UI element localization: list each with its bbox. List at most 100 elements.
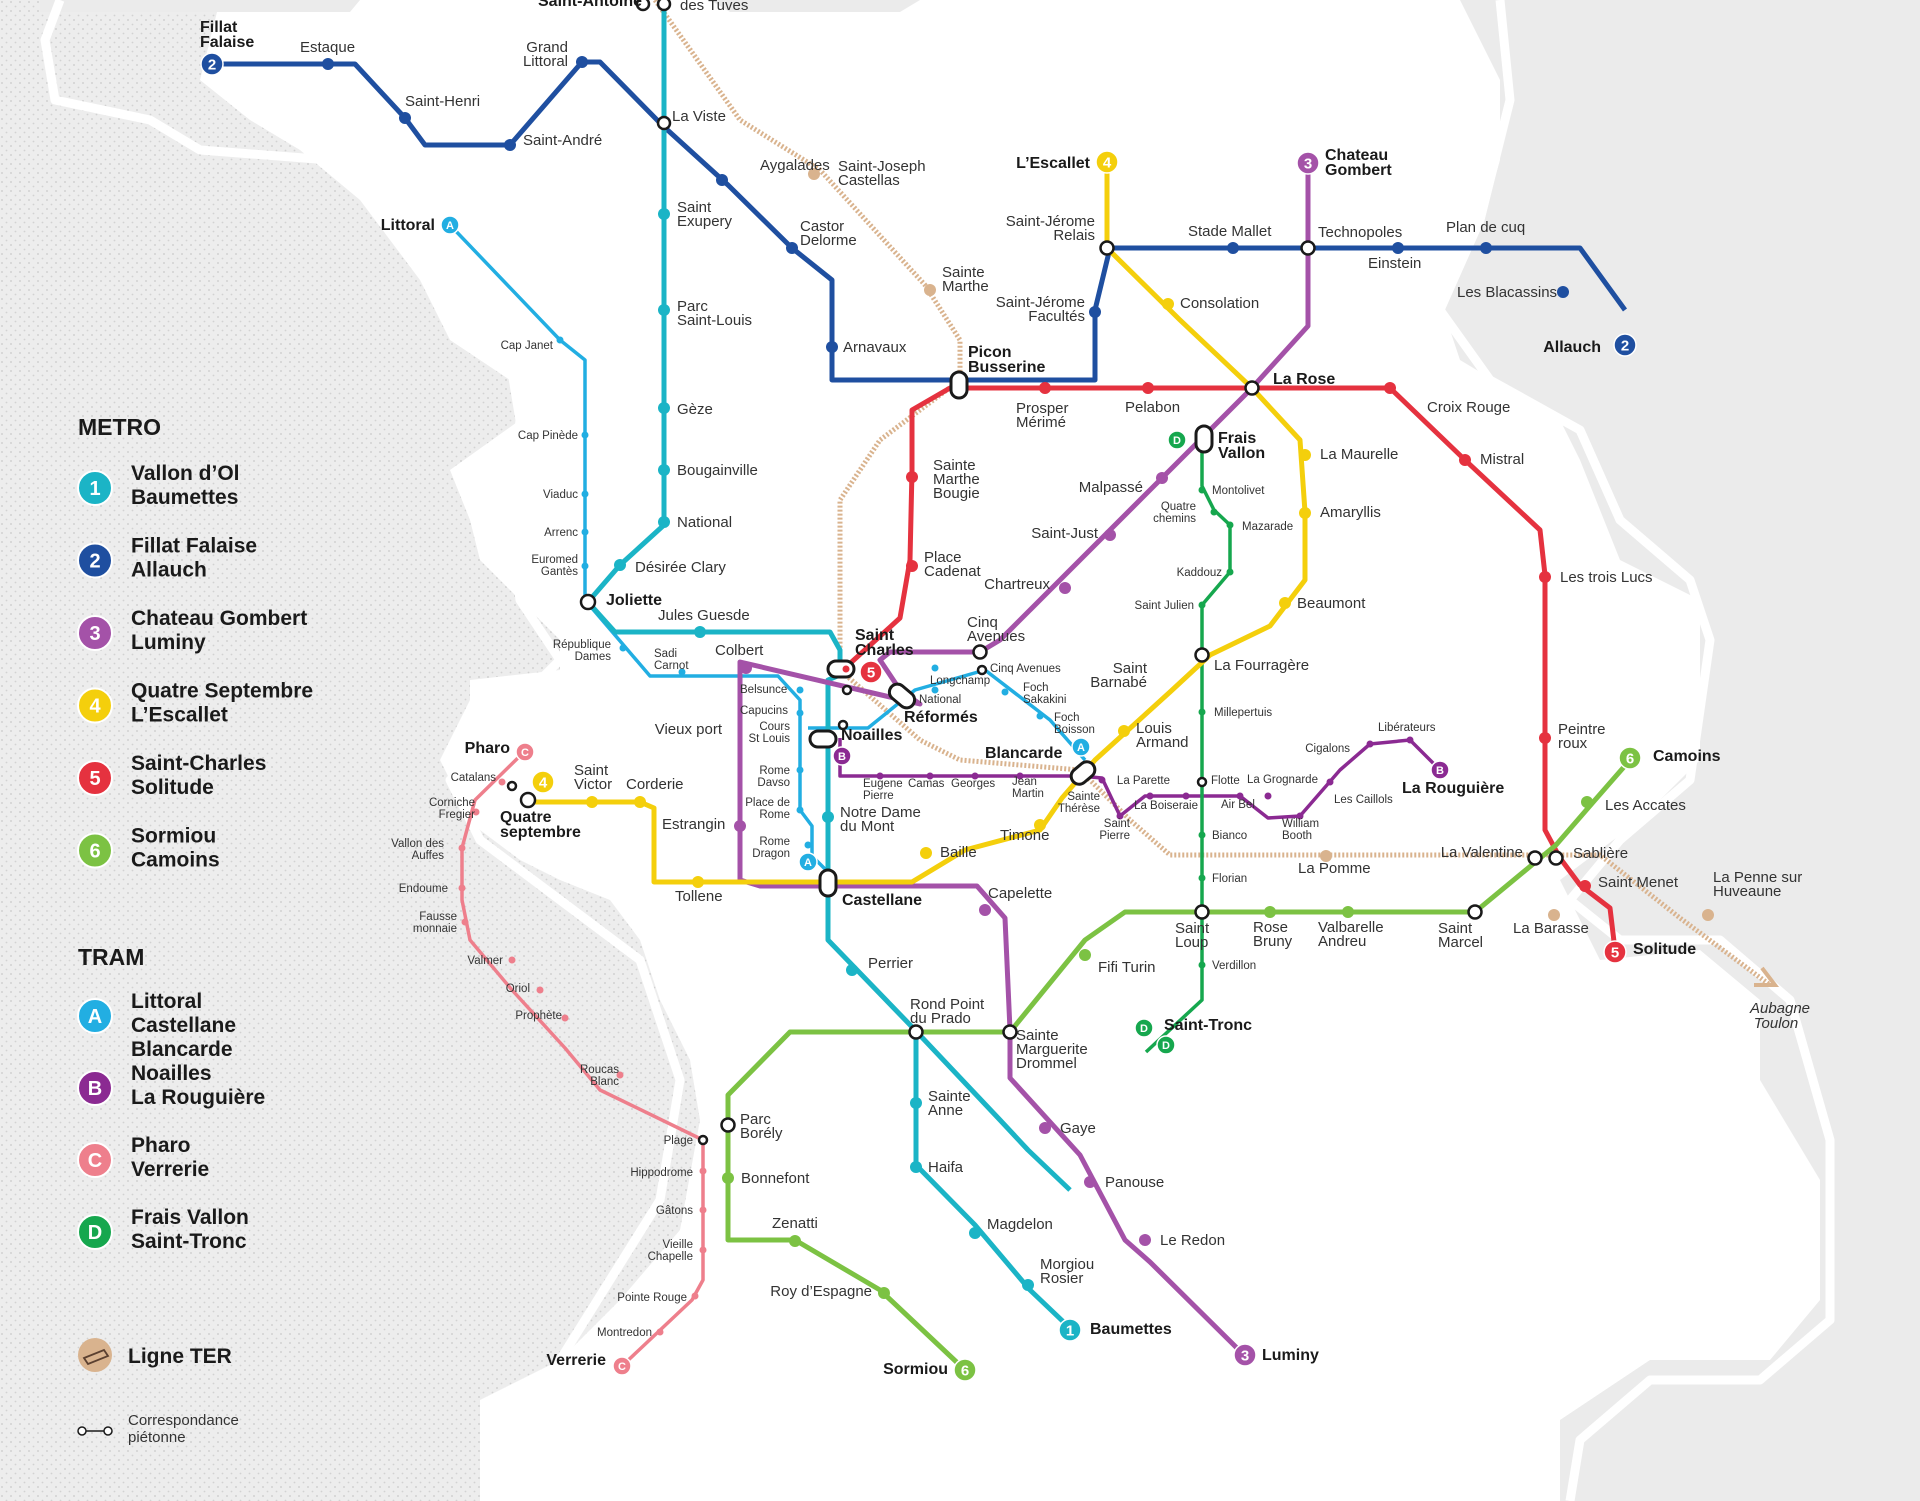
stop-amaryllis[interactable] bbox=[1299, 507, 1311, 519]
saint-tronc-badge-1[interactable] bbox=[1134, 1018, 1154, 1038]
saint-charles-badge[interactable] bbox=[859, 660, 883, 684]
stop-croix-rouge[interactable] bbox=[1384, 382, 1396, 394]
stop-gaye[interactable] bbox=[1039, 1122, 1051, 1134]
stop-beaumont[interactable] bbox=[1279, 597, 1291, 609]
xfer-la-fourragere[interactable] bbox=[1194, 647, 1210, 663]
quatre-septembre-badge[interactable] bbox=[531, 770, 555, 794]
stop-la-maurelle[interactable] bbox=[1299, 449, 1311, 461]
la-rouguiere-badge[interactable] bbox=[1430, 760, 1450, 780]
stop-mazarade[interactable] bbox=[1226, 521, 1234, 529]
stop-jules-guesde[interactable] bbox=[694, 626, 706, 638]
xfer-flotte[interactable] bbox=[1196, 776, 1208, 788]
stop-desiree-clary[interactable] bbox=[614, 559, 626, 571]
stop-cap-janet[interactable] bbox=[556, 336, 564, 344]
xfer-cinq-avenues-t[interactable] bbox=[976, 664, 988, 676]
stop-la-parette[interactable] bbox=[1146, 792, 1154, 800]
verrerie-badge[interactable] bbox=[612, 1356, 632, 1376]
noailles-badge[interactable] bbox=[832, 746, 852, 766]
xfer-saint-charles[interactable] bbox=[826, 659, 856, 679]
stop-saint-just[interactable] bbox=[1104, 529, 1116, 541]
stop-blacassins[interactable] bbox=[1557, 286, 1569, 298]
pharo-badge[interactable] bbox=[515, 742, 535, 762]
stop-rome-davso[interactable] bbox=[796, 766, 804, 774]
stop-saint-andre[interactable] bbox=[504, 139, 516, 151]
stop-sadi[interactable] bbox=[678, 668, 686, 676]
allauch-badge[interactable] bbox=[1613, 333, 1637, 357]
xfer-saint-antoine[interactable] bbox=[635, 0, 651, 12]
stop-georges[interactable] bbox=[971, 772, 979, 780]
stop-les-accates[interactable] bbox=[1581, 796, 1593, 808]
stop-sainte-anne[interactable] bbox=[910, 1097, 922, 1109]
xfer-st-charles-walk[interactable] bbox=[841, 684, 853, 696]
stop-air-bel[interactable] bbox=[1236, 792, 1244, 800]
stop-arrenc[interactable] bbox=[581, 528, 589, 536]
xfer-plage[interactable] bbox=[697, 1134, 709, 1146]
stop-cigalons[interactable] bbox=[1366, 740, 1374, 748]
stop-saint-pierre[interactable] bbox=[1116, 812, 1124, 820]
stop-castor[interactable] bbox=[786, 242, 798, 254]
stop-national[interactable] bbox=[658, 516, 670, 528]
stop-panouse[interactable] bbox=[1084, 1176, 1096, 1188]
stop-republique[interactable] bbox=[619, 644, 627, 652]
stop-estaque[interactable] bbox=[322, 58, 334, 70]
luminy-badge[interactable] bbox=[1233, 1343, 1257, 1367]
stop-la-boiseraie[interactable] bbox=[1182, 792, 1190, 800]
stop-einstein[interactable] bbox=[1392, 242, 1404, 254]
solitude-badge[interactable] bbox=[1603, 940, 1627, 964]
stop-verdillon[interactable] bbox=[1198, 961, 1206, 969]
stop-stade-mallet[interactable] bbox=[1227, 242, 1239, 254]
camoins-badge[interactable] bbox=[1618, 746, 1642, 770]
stop-corniche[interactable] bbox=[472, 808, 480, 816]
stop-louis-armand[interactable] bbox=[1118, 725, 1130, 737]
stop-william-booth[interactable] bbox=[1296, 812, 1304, 820]
stop-cap-pinede[interactable] bbox=[581, 431, 589, 439]
stop-bonnefont[interactable] bbox=[722, 1172, 734, 1184]
chateau-gombert-badge[interactable] bbox=[1296, 151, 1320, 175]
stop-magdelon[interactable] bbox=[969, 1227, 981, 1239]
stop-malpasse[interactable] bbox=[1156, 472, 1168, 484]
stop-fifi-turin[interactable] bbox=[1079, 949, 1091, 961]
stop-millepertuis[interactable] bbox=[1198, 708, 1206, 716]
stop-haifa[interactable] bbox=[910, 1161, 922, 1173]
xfer-noailles[interactable] bbox=[808, 729, 838, 749]
stop-place-cadenat[interactable] bbox=[906, 560, 918, 572]
stop-les-caillols[interactable] bbox=[1326, 778, 1334, 786]
stop-belsunce[interactable] bbox=[796, 686, 804, 694]
stop-peintre-roux[interactable] bbox=[1539, 732, 1551, 744]
stop-saint-julien[interactable] bbox=[1198, 601, 1206, 609]
xfer-vieux-port[interactable] bbox=[837, 719, 849, 731]
stop-rose-bruny[interactable] bbox=[1264, 906, 1276, 918]
stop-roy-espagne[interactable] bbox=[878, 1287, 890, 1299]
sormiou-badge[interactable] bbox=[953, 1358, 977, 1382]
stop-grand-littoral[interactable] bbox=[576, 56, 588, 68]
stop-bianco[interactable] bbox=[1198, 831, 1206, 839]
xfer-pharo-walk[interactable] bbox=[506, 780, 518, 792]
stop-place-rome[interactable] bbox=[796, 806, 804, 814]
stop-zenatti[interactable] bbox=[789, 1235, 801, 1247]
stop-roucas[interactable] bbox=[616, 1071, 624, 1079]
saint-tronc-badge-2[interactable] bbox=[1156, 1035, 1176, 1055]
stop-arnavaux[interactable] bbox=[826, 341, 838, 353]
stop-camas[interactable] bbox=[926, 772, 934, 780]
blancarde-badge[interactable] bbox=[1071, 737, 1091, 757]
stop-timone[interactable] bbox=[1034, 819, 1046, 831]
xfer-joliette[interactable] bbox=[579, 593, 597, 611]
stop-corderie[interactable] bbox=[634, 796, 646, 808]
stop-florian[interactable] bbox=[1198, 874, 1206, 882]
stop-le-redon[interactable] bbox=[1139, 1234, 1151, 1246]
stop-prophete[interactable] bbox=[561, 1014, 569, 1022]
xfer-frais-vallon[interactable] bbox=[1194, 424, 1214, 454]
stop-tollene[interactable] bbox=[692, 876, 704, 888]
stop-estrangin-p[interactable] bbox=[734, 820, 746, 832]
xfer-saint-marcel[interactable] bbox=[1467, 904, 1483, 920]
xfer-blancarde[interactable] bbox=[1068, 759, 1098, 788]
stop-kaddouz[interactable] bbox=[1226, 568, 1234, 576]
stop-montredon[interactable] bbox=[656, 1328, 664, 1336]
stop-saint-henri[interactable] bbox=[399, 112, 411, 124]
stop-vieille-chapelle[interactable] bbox=[699, 1246, 707, 1254]
xfer-la-viste[interactable] bbox=[656, 115, 672, 131]
stop-sainte-marthe-bougie[interactable] bbox=[906, 471, 918, 483]
stop-montolivet[interactable] bbox=[1198, 486, 1206, 494]
stop-mistral[interactable] bbox=[1459, 454, 1471, 466]
stop-fausse-monnaie[interactable] bbox=[461, 918, 469, 926]
